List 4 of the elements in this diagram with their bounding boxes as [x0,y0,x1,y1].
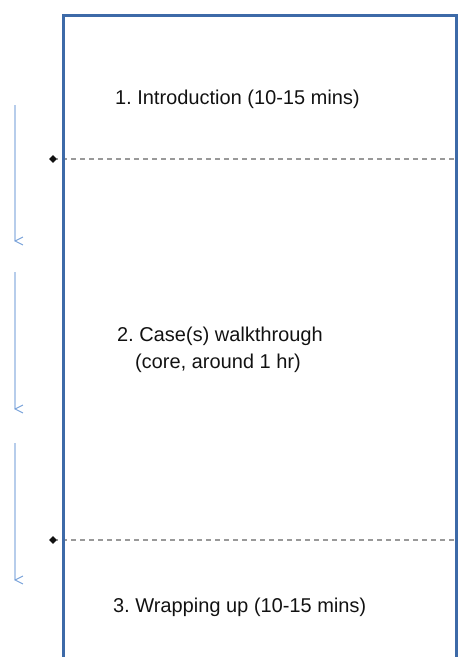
section-title: 2. Case(s) walkthrough (core, around 1 hr) [117,323,324,375]
section-title: 3. Wrapping up (10-15 mins) [113,594,368,619]
outer-frame [62,14,458,657]
section-title: 1. Introduction (10-15 mins) [115,86,361,111]
